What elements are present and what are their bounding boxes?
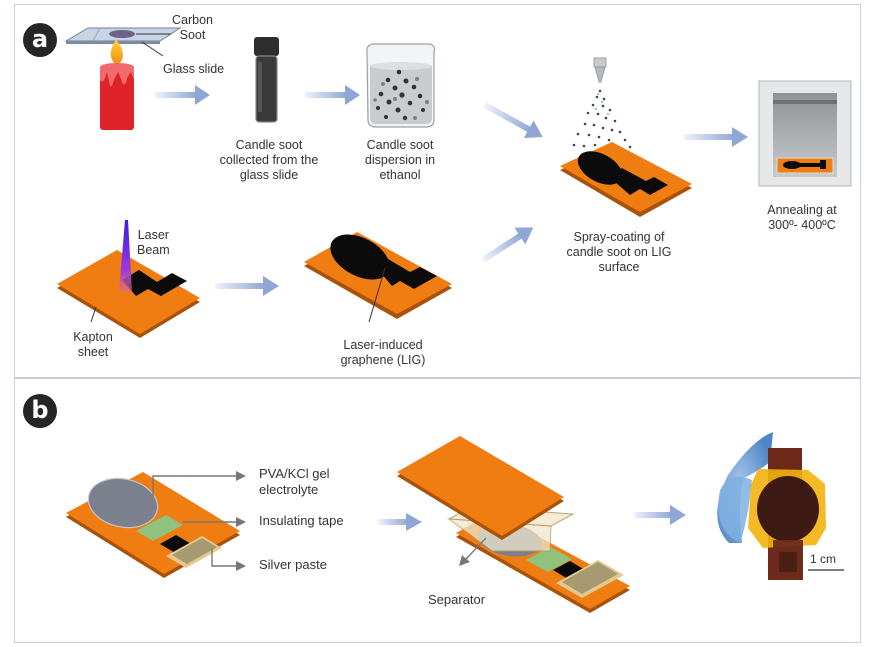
laser-kapton-icon (57, 220, 200, 338)
label-line: Beam (137, 243, 170, 257)
label-line: PVA/KCl gel (259, 466, 330, 481)
label-electrolyte: PVA/KCl gel electrolyte (259, 466, 330, 498)
label-line: Carbon (172, 13, 213, 27)
soot-particles (572, 89, 632, 150)
label-line: Laser (137, 228, 169, 242)
supercapacitor-electrode-icon (66, 472, 240, 578)
label-line: surface (598, 260, 640, 274)
vial-icon (254, 37, 279, 123)
label-line: Candle soot (235, 138, 303, 152)
label-separator: Separator (428, 592, 486, 607)
label-line: candle soot on LIG (566, 245, 672, 259)
label-line: collected from the (219, 153, 319, 167)
label-line: Kapton (73, 330, 113, 344)
arrow-electrode-to-assembly (378, 513, 422, 531)
silver-paste-leader-arrow (211, 548, 237, 567)
label-lig: Laser-induced graphene (LIG) (328, 338, 438, 368)
label-carbon-soot: Carbon Soot (172, 13, 213, 43)
arrow-beaker-to-spray (483, 102, 543, 138)
glass-slide-icon (64, 27, 182, 57)
candle-icon (100, 40, 134, 130)
arrow-spray-to-oven (684, 127, 748, 147)
tape-arrowhead (236, 517, 246, 527)
spray-nozzle-icon (593, 57, 607, 83)
oven-icon (758, 80, 852, 187)
label-line: Soot (179, 28, 206, 42)
label-line: dispersion in (364, 153, 436, 167)
label-line: Annealing at (767, 203, 837, 217)
assembly-top-electrode (397, 436, 564, 540)
label-line: electrolyte (259, 482, 319, 497)
label-glass-slide: Glass slide (163, 62, 225, 76)
label-laser-beam: Laser Beam (137, 228, 170, 258)
arrow-lig-to-spray (481, 227, 534, 263)
beaker-icon (366, 43, 436, 128)
label-line: Laser-induced (343, 338, 423, 352)
label-line: sheet (77, 345, 109, 359)
arrow-candle-to-vial (155, 85, 210, 105)
label-line: Spray-coating of (573, 230, 665, 244)
label-line: 300º- 400ºC (768, 218, 836, 232)
label-line: Candle soot (366, 138, 434, 152)
spray-coated-lig-substrate (560, 142, 692, 217)
device-photo (717, 432, 826, 580)
electrolyte-leader-arrow (152, 475, 237, 497)
label-silver-paste: Silver paste (259, 557, 327, 572)
panel-b-badge: b (23, 394, 57, 428)
silver-paste-arrowhead (236, 561, 246, 571)
label-spray: Spray-coating of candle soot on LIG surf… (560, 230, 678, 275)
label-beaker: Candle soot dispersion in ethanol (350, 138, 450, 183)
label-insulating-tape: Insulating tape (259, 513, 344, 528)
label-line: ethanol (379, 168, 421, 182)
separator-leader-arrow (459, 537, 487, 566)
label-vial: Candle soot collected from the glass sli… (211, 138, 327, 183)
label-scale-bar: 1 cm (810, 552, 837, 566)
arrow-laser-to-lig (215, 276, 279, 296)
lig-substrate-icon (304, 232, 452, 323)
label-line: graphene (LIG) (340, 353, 426, 367)
label-kapton-sheet: Kapton sheet (68, 330, 118, 360)
label-line: glass slide (239, 168, 299, 182)
electrolyte-arrowhead (236, 471, 246, 481)
arrow-vial-to-beaker (305, 85, 360, 105)
label-annealing: Annealing at 300º- 400ºC (752, 203, 852, 233)
arrow-assembly-to-photo (634, 505, 686, 525)
panel-a-badge: a (23, 23, 57, 57)
